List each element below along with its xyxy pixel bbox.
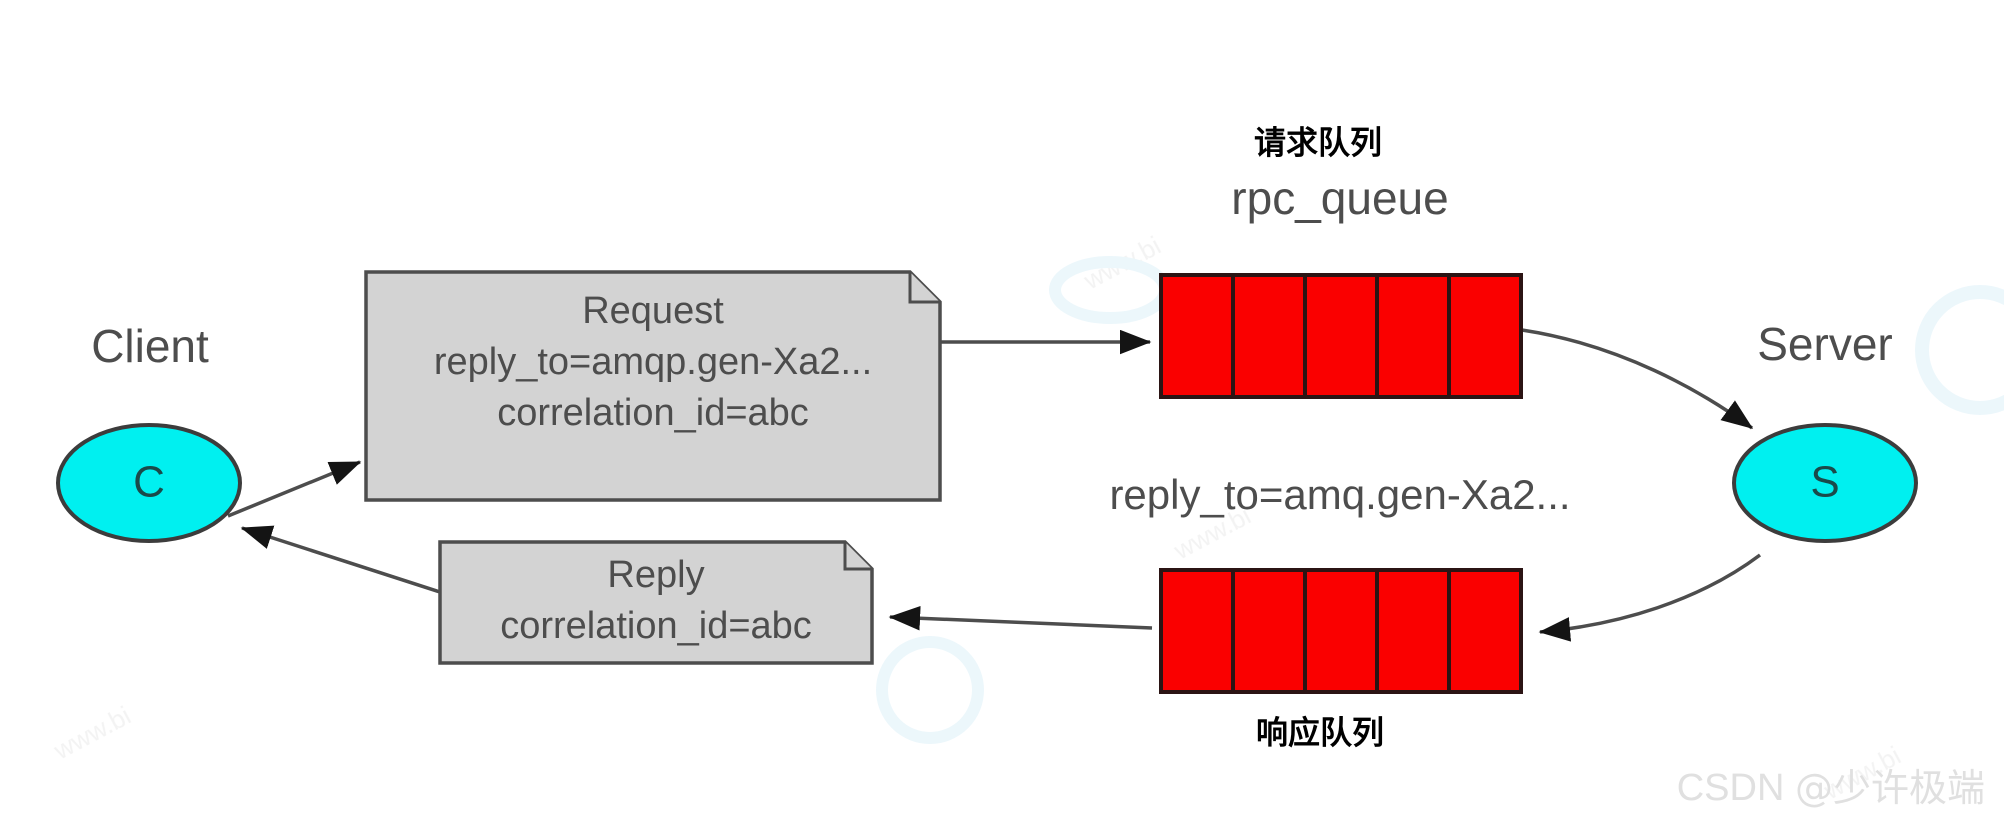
reply-note-correlationid: correlation_id=abc xyxy=(500,605,812,647)
request-queue-name: rpc_queue xyxy=(1231,172,1448,224)
server-ellipse[interactable] xyxy=(1732,423,1918,543)
client-letter: C xyxy=(133,458,165,507)
request-note-replyto: reply_to=amqp.gen-Xa2... xyxy=(434,341,872,383)
reply-note-fold-icon xyxy=(843,542,872,571)
background-watermarks: www.bi www.bi www.bi www.bi xyxy=(48,230,2004,806)
request-queue-cell[interactable] xyxy=(1303,273,1379,399)
reply-queue-cell[interactable] xyxy=(1159,568,1235,694)
reply-queue-cell[interactable] xyxy=(1447,568,1523,694)
server-letter: S xyxy=(1810,458,1839,507)
watermark-label: CSDN @少许极端 xyxy=(1677,766,1985,810)
request-queue[interactable]: 请求队列 rpc_queue xyxy=(1159,124,1523,399)
server-label: Server xyxy=(1757,318,1892,370)
reply-queue-cjk-label: 响应队列 xyxy=(1256,714,1384,752)
edge-queue-to-server xyxy=(1521,328,1754,430)
watermark-brand: CSDN xyxy=(1677,767,1785,809)
request-note-correlationid: correlation_id=abc xyxy=(497,392,809,434)
server-node[interactable]: Server S xyxy=(1732,318,1918,543)
request-note-body[interactable] xyxy=(364,270,942,502)
request-note-fold-icon xyxy=(908,272,940,304)
watermark-handle: @少许极端 xyxy=(1795,766,1985,810)
client-label: Client xyxy=(91,320,209,372)
reply-note-body[interactable] xyxy=(438,540,874,665)
reply-note[interactable]: Reply correlation_id=abc xyxy=(438,540,874,665)
reply-note-title: Reply xyxy=(607,554,704,596)
request-queue-cell[interactable] xyxy=(1231,273,1307,399)
request-queue-cell[interactable] xyxy=(1447,273,1523,399)
request-note[interactable]: Request reply_to=amqp.gen-Xa2... correla… xyxy=(364,270,942,502)
edge-replyqueue-to-reply xyxy=(888,606,1153,631)
bg-watermark-1: www.bi xyxy=(48,700,136,766)
client-node[interactable]: Client C xyxy=(56,320,242,543)
edge-reply-to-client xyxy=(240,525,441,594)
request-queue-cjk-label: 请求队列 xyxy=(1254,124,1382,162)
reply-queue-cell[interactable] xyxy=(1375,568,1451,694)
edge-client-to-request xyxy=(227,460,362,518)
bg-swirl-right xyxy=(1915,285,2004,415)
reply-queue-cell[interactable] xyxy=(1303,568,1379,694)
csdn-watermark: CSDN @少许极端 xyxy=(1677,766,1985,810)
reply-queue-cell[interactable] xyxy=(1231,568,1307,694)
edges-group xyxy=(227,328,1762,642)
request-queue-cell[interactable] xyxy=(1159,273,1235,399)
request-queue-cell[interactable] xyxy=(1375,273,1451,399)
reply-queue[interactable]: 响应队列 xyxy=(1159,568,1523,752)
request-queue-cells[interactable] xyxy=(1159,273,1523,399)
bg-swirl-bottom xyxy=(876,636,984,744)
edge-server-to-replyqueue xyxy=(1538,553,1762,642)
request-note-title: Request xyxy=(582,290,724,332)
reply-to-edge-label: reply_to=amq.gen-Xa2... xyxy=(1109,471,1570,518)
client-ellipse[interactable] xyxy=(56,423,242,543)
reply-queue-cells[interactable] xyxy=(1159,568,1523,694)
